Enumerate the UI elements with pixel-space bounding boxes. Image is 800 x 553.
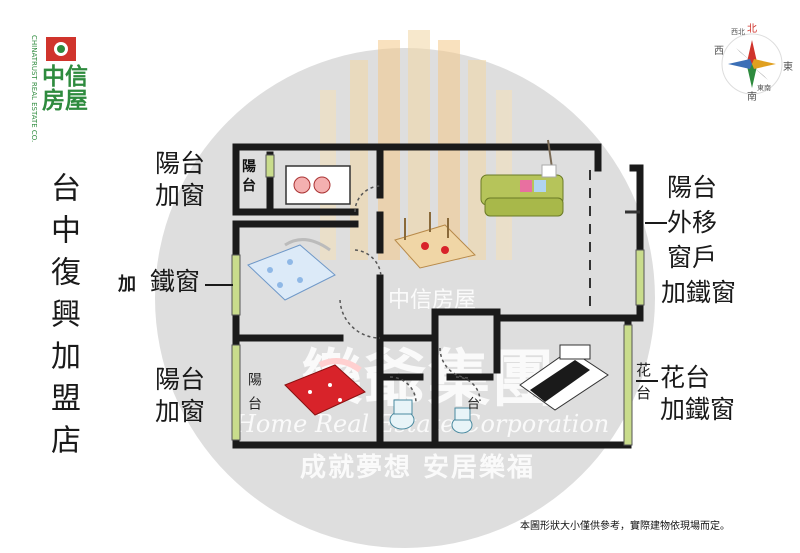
- bed-red-icon: [284, 358, 366, 416]
- compass-south-east: 東南: [757, 84, 771, 92]
- balcony-room-top-text: 陽台: [242, 159, 256, 194]
- compass-icon: [721, 33, 783, 95]
- flower-planter-line1: 花台: [660, 363, 711, 392]
- balcony-moved-out-line1: 陽台: [667, 173, 718, 202]
- logo-icon: [46, 37, 76, 61]
- iron-window-left-label: 鐵窗: [150, 267, 201, 296]
- balcony-window-top-label: 陽台 加窗: [155, 148, 215, 212]
- iron-window-left-prefix: 加: [118, 274, 136, 295]
- toilet-right-icon: [451, 407, 473, 434]
- logo-name-text: 中信房屋: [42, 64, 88, 114]
- compass-west: 西: [714, 46, 724, 57]
- watermark-circle: [155, 48, 655, 548]
- bed-blue-icon: [247, 238, 336, 301]
- balcony-window-bottom-label: 陽台 加窗: [155, 364, 215, 428]
- watermark-company-en: Home Real Estate Corporation: [235, 410, 610, 438]
- balcony-moved-out-leader: [645, 222, 667, 224]
- balcony-window-bottom-line2: 加窗: [155, 397, 206, 426]
- compass-east: 東: [783, 62, 793, 73]
- windows: [231, 154, 645, 446]
- logo-name: 中信房屋: [42, 65, 102, 113]
- flower-planter-label: 花台 加鐵窗: [660, 362, 750, 426]
- balcony-room-bottom-label: 陽台: [246, 372, 262, 420]
- balcony-moved-out-line3: 窗戶: [667, 243, 718, 272]
- bath-small-label: 台: [467, 397, 481, 412]
- brand-logo: CHINATRUST REAL ESTATE CO. 中信房屋: [30, 35, 105, 145]
- iron-window-leader: [205, 284, 233, 286]
- ac-fan-right-icon: [313, 176, 331, 194]
- store-name: 台中復興加盟店: [45, 172, 80, 466]
- compass-north: 北: [747, 24, 757, 35]
- dining-table-icon: [394, 212, 476, 269]
- balcony-room-top-label: 陽台: [242, 158, 264, 196]
- watermark-slogan: 成就夢想 安居樂福: [300, 453, 536, 483]
- toilet-left-icon: [389, 399, 415, 430]
- balcony-moved-out-line2: 外移: [667, 208, 718, 237]
- balcony-window-top-line1: 陽台: [155, 149, 206, 178]
- logo-subtitle: CHINATRUST REAL ESTATE CO.: [30, 35, 38, 143]
- balcony-window-bottom-line1: 陽台: [155, 365, 206, 394]
- sofa-icon: [480, 139, 564, 217]
- balcony-window-top-line2: 加窗: [155, 181, 206, 210]
- flower-planter-line2: 加鐵窗: [660, 395, 736, 424]
- compass-south: 南: [747, 92, 757, 103]
- compass-north-west: 西北: [731, 28, 745, 36]
- balcony-moved-out-line4: 加鐵窗: [661, 278, 737, 307]
- balcony-moved-out-label: 陽台 外移 窗戶 加鐵窗: [661, 170, 757, 310]
- flower-planter-leader: [636, 380, 658, 382]
- door-arcs: [339, 185, 481, 404]
- bed-master-icon: [519, 344, 609, 411]
- footer-note: 本圖形狀大小僅供參考，實際建物依現場而定。: [520, 521, 730, 532]
- walls: [232, 143, 644, 449]
- flower-planter-in-plan: 花台: [634, 362, 652, 408]
- ac-fan-left-icon: [293, 176, 311, 194]
